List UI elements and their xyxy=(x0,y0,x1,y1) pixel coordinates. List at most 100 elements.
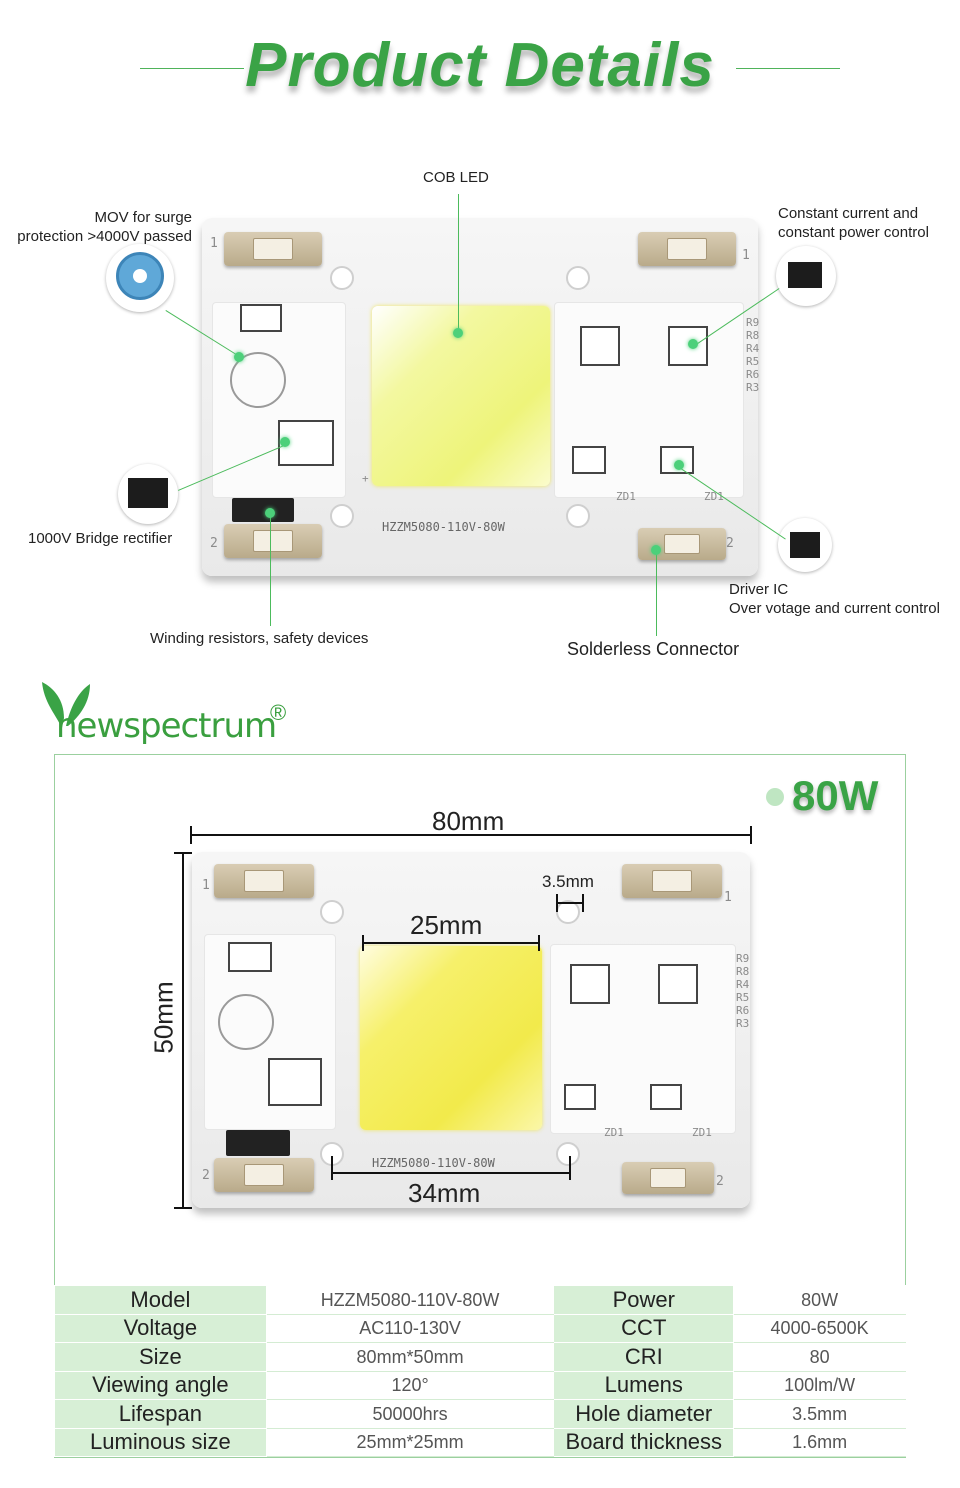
spec-label: Model xyxy=(54,1285,267,1315)
spec-label: CCT xyxy=(553,1313,735,1343)
spec-label: Board thickness xyxy=(553,1427,735,1457)
spec-value: AC110-130V xyxy=(265,1313,555,1343)
silk-label: R8 xyxy=(736,965,750,978)
callout-constant-line1: Constant current and xyxy=(778,205,919,222)
table-row: Size 80mm*50mm CRI 80 xyxy=(54,1342,906,1372)
bridge-detail-circle xyxy=(118,464,178,524)
pad xyxy=(658,964,698,1004)
callout-mov-line1: MOV for surge xyxy=(94,209,192,226)
callout-driver-line1: Driver IC xyxy=(729,581,789,598)
table-row: Lifespan 50000hrs Hole diameter 3.5mm xyxy=(54,1399,906,1429)
board-model-print: HZZM5080-110V-80W xyxy=(382,520,505,534)
connector xyxy=(622,864,722,898)
green-bullet-icon xyxy=(265,508,275,518)
green-bullet-icon xyxy=(651,545,661,555)
dimension-frame xyxy=(54,754,906,1458)
title-rule-left xyxy=(140,68,244,69)
dim-tick xyxy=(582,894,584,912)
spec-value: 4000-6500K xyxy=(733,1313,906,1343)
dim-tick xyxy=(174,852,192,854)
dim-tick xyxy=(174,1207,192,1209)
silk-label: R9 xyxy=(736,952,750,965)
pin-label: 1 xyxy=(724,890,732,905)
leader-line xyxy=(458,194,459,332)
silk-label: R5 xyxy=(736,991,750,1004)
spec-label: Voltage xyxy=(54,1313,267,1343)
bridge-rectifier xyxy=(232,498,294,522)
pad xyxy=(240,304,282,332)
table-row: Luminous size 25mm*25mm Board thickness … xyxy=(54,1427,906,1457)
dim-spacing-label: 34mm xyxy=(408,1178,481,1208)
silk-label: R4 xyxy=(746,342,760,355)
leader-line xyxy=(656,550,657,636)
dim-width-label: 80mm xyxy=(432,806,505,836)
silk-label: R5 xyxy=(746,355,760,368)
plus-mark: + xyxy=(362,472,369,485)
ic-chip-icon xyxy=(788,262,822,288)
dim-tick xyxy=(538,935,540,951)
callout-driver-line2: Over votage and current control xyxy=(729,600,940,617)
dim-tick xyxy=(750,826,752,844)
pad xyxy=(268,1058,322,1106)
dim-hole-label: 3.5mm xyxy=(542,872,594,891)
cob-board-bottom: 1 1 2 2 ZD1 ZD1 HZZM5080-110V-80W R9 R8 … xyxy=(192,852,750,1208)
callout-winding: Winding resistors, safety devices xyxy=(150,630,369,647)
title-rule-right xyxy=(736,68,840,69)
zd-label: ZD1 xyxy=(616,490,636,503)
zd-label: ZD1 xyxy=(604,1126,624,1139)
callout-mov-line2: protection >4000V passed xyxy=(17,228,192,245)
connector xyxy=(638,232,736,266)
mount-hole xyxy=(566,504,590,528)
silk-column: R9 R8 R4 R5 R6 R3 xyxy=(736,952,756,1030)
green-bullet-icon xyxy=(766,788,784,806)
silk-label: R4 xyxy=(736,978,750,991)
power-badge: 80W xyxy=(792,772,879,819)
silk-label: R3 xyxy=(736,1017,750,1030)
dim-height-label: 50mm xyxy=(148,981,179,1054)
connector xyxy=(638,528,726,560)
mount-hole xyxy=(556,900,580,924)
leader-line xyxy=(270,514,271,626)
dim-chip-line xyxy=(362,942,540,944)
cob-board-top: + 1 1 2 2 ZD1 ZD1 HZZM5080-110V-80W R9 R… xyxy=(202,218,759,576)
spec-value: 1.6mm xyxy=(733,1427,906,1457)
pad xyxy=(572,446,606,474)
callout-connector: Solderless Connector xyxy=(567,639,740,659)
mov-detail-circle xyxy=(106,244,174,312)
spec-label: Power xyxy=(553,1285,735,1315)
table-row: Voltage AC110-130V CCT 4000-6500K xyxy=(54,1313,906,1343)
spec-label: Hole diameter xyxy=(553,1399,735,1429)
callout-constant: Constant current and constant power cont… xyxy=(778,204,929,242)
silk-label: R8 xyxy=(746,329,760,342)
pin-label: 1 xyxy=(210,236,218,251)
connector xyxy=(224,524,322,558)
mov-outline xyxy=(230,352,286,408)
callout-bridge: 1000V Bridge rectifier xyxy=(28,530,173,547)
table-row: Model HZZM5080-110V-80W Power 80W xyxy=(54,1285,906,1315)
dim-tick xyxy=(331,1156,333,1180)
spec-value: 25mm*25mm xyxy=(265,1427,555,1457)
silk-label: R3 xyxy=(746,381,760,394)
spec-label: Viewing angle xyxy=(54,1370,267,1400)
mount-hole xyxy=(320,900,344,924)
pin-label: 2 xyxy=(726,536,734,551)
pad xyxy=(278,420,334,466)
mov-outline xyxy=(218,994,274,1050)
dim-tick xyxy=(569,1156,571,1180)
spec-value: 120° xyxy=(265,1370,555,1400)
brand-name: newspectrum xyxy=(56,706,277,746)
mount-hole xyxy=(556,1142,580,1166)
spec-label: Size xyxy=(54,1342,267,1372)
mount-hole xyxy=(566,266,590,290)
pin-label: 2 xyxy=(210,536,218,551)
pad xyxy=(564,1084,596,1110)
pin-label: 2 xyxy=(202,1168,210,1183)
dim-tick xyxy=(190,826,192,844)
green-bullet-icon xyxy=(234,352,244,362)
callout-cob-led: COB LED xyxy=(423,169,489,186)
mount-hole xyxy=(330,266,354,290)
green-bullet-icon xyxy=(280,437,290,447)
pad xyxy=(570,964,610,1004)
dim-width-line xyxy=(190,834,752,836)
pad xyxy=(580,326,620,366)
